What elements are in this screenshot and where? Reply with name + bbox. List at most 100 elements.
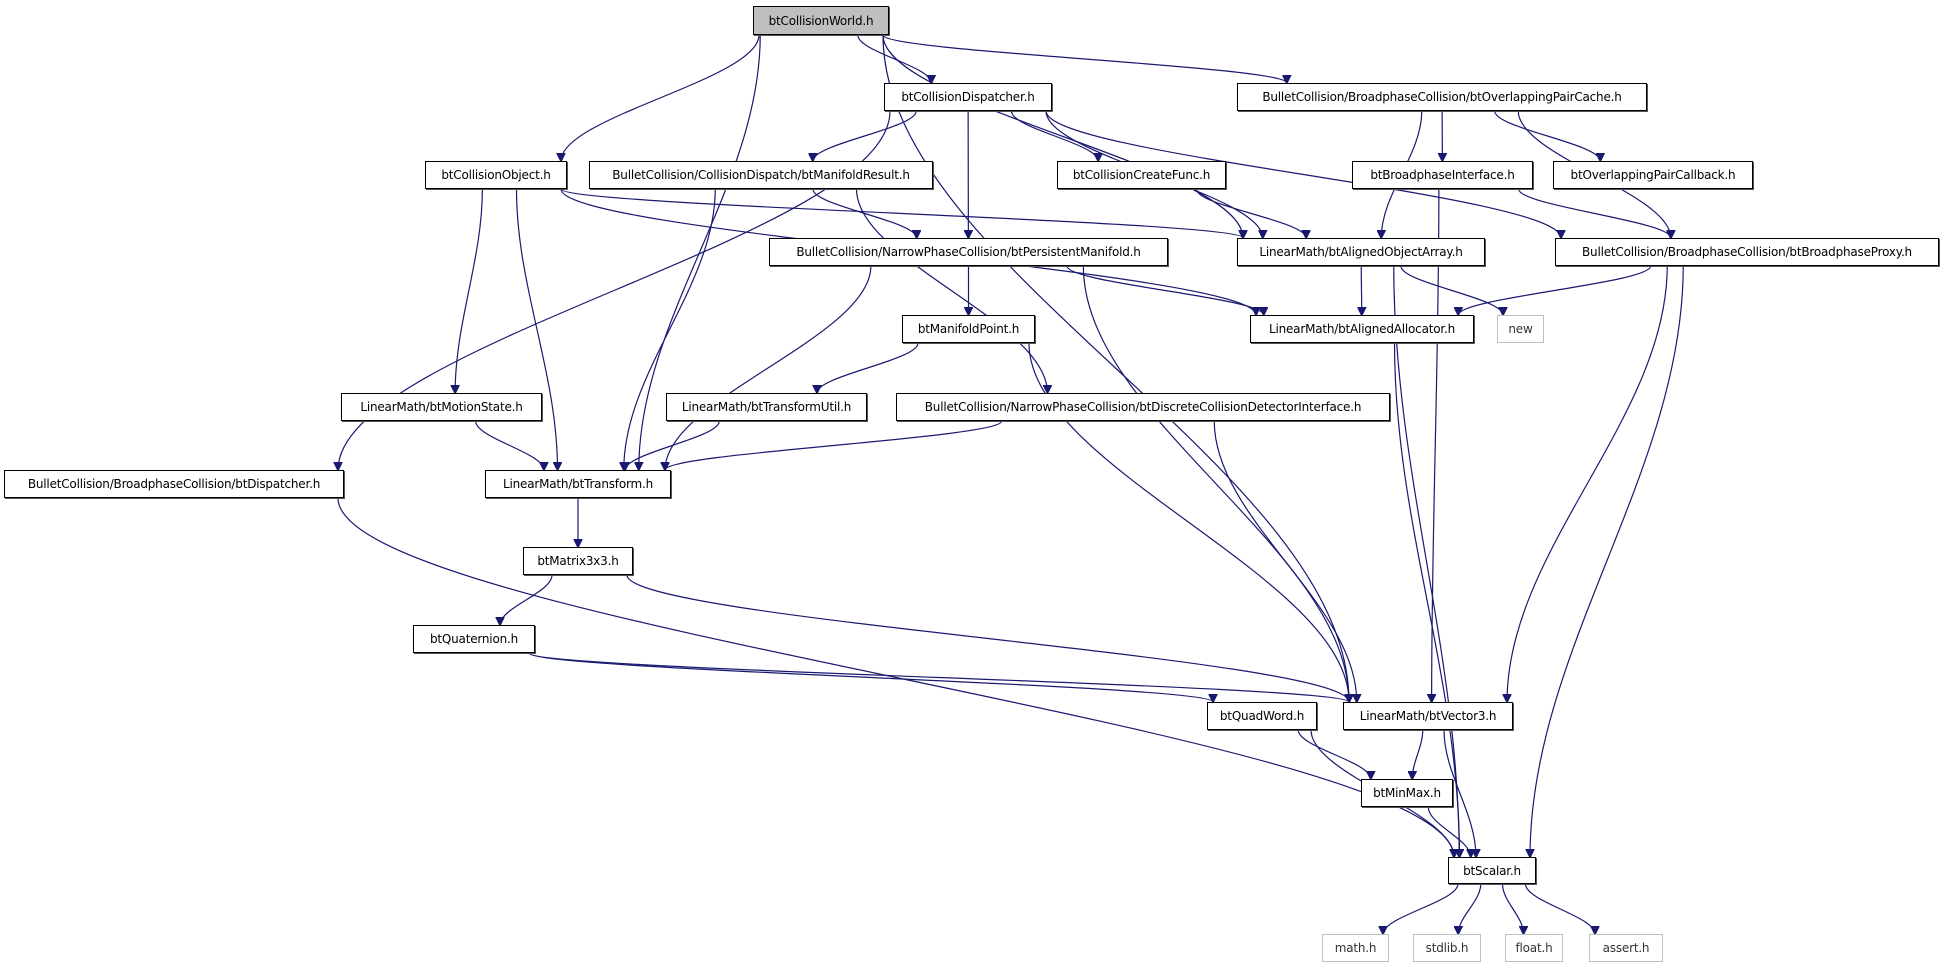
edge-quaternion-to-quadWord — [528, 652, 1213, 702]
node-new[interactable]: new — [1497, 315, 1544, 343]
node-bp-dispatcher[interactable]: BulletCollision/BroadphaseCollision/btDi… — [4, 470, 344, 498]
node-manifold-point[interactable]: btManifoldPoint.h — [902, 315, 1035, 343]
node-label: assert.h — [1602, 941, 1650, 955]
edge-world-to-colObject — [561, 34, 760, 161]
edge-world-to-alignedArray — [882, 34, 1243, 238]
edge-transformUtil-to-transform — [625, 420, 720, 470]
node-matrix3x3[interactable]: btMatrix3x3.h — [523, 547, 633, 575]
node-min-max[interactable]: btMinMax.h — [1361, 779, 1453, 807]
node-label: math.h — [1334, 941, 1377, 955]
edge-dispatcher-to-createFunc — [1010, 110, 1098, 161]
node-discrete-c-d-i[interactable]: BulletCollision/NarrowPhaseCollision/btD… — [896, 393, 1390, 421]
node-label: float.h — [1515, 941, 1553, 955]
node-transform-util[interactable]: LinearMath/btTransformUtil.h — [666, 393, 867, 421]
node-pair-callback[interactable]: btOverlappingPairCallback.h — [1553, 161, 1753, 189]
node-label: btBroadphaseInterface.h — [1370, 168, 1515, 182]
node-label: btMatrix3x3.h — [537, 554, 619, 568]
node-quaternion[interactable]: btQuaternion.h — [413, 625, 535, 653]
node-label: BulletCollision/BroadphaseCollision/btDi… — [27, 477, 321, 491]
edge-discreteCDI-to-vector3 — [1213, 420, 1357, 702]
edge-manifoldResult-to-discreteCDI — [855, 188, 1048, 393]
edge-bpDispatcher-to-scalar — [337, 497, 1454, 857]
edge-createFunc-to-alignedArray — [1195, 188, 1306, 238]
node-label: btCollisionDispatcher.h — [901, 90, 1035, 104]
node-scalar[interactable]: btScalar.h — [1448, 857, 1536, 884]
edge-bpProxy-to-vector3 — [1507, 265, 1668, 702]
node-float[interactable]: float.h — [1505, 934, 1563, 962]
edge-manifoldPoint-to-transformUtil — [817, 342, 919, 393]
node-label: BulletCollision/NarrowPhaseCollision/btD… — [924, 400, 1362, 414]
node-label: LinearMath/btTransform.h — [503, 477, 653, 491]
node-motion-state[interactable]: LinearMath/btMotionState.h — [341, 393, 542, 421]
edge-alignedArray-to-scalar — [1393, 265, 1460, 857]
node-bp-proxy[interactable]: BulletCollision/BroadphaseCollision/btBr… — [1555, 238, 1939, 266]
edge-world-to-dispatcher — [857, 34, 932, 83]
node-label: btMinMax.h — [1373, 786, 1441, 800]
edge-world-to-vector3 — [882, 34, 1349, 702]
edge-dispatcher-to-manifoldResult — [813, 110, 917, 161]
node-dispatcher[interactable]: btCollisionDispatcher.h — [884, 83, 1052, 111]
node-col-object[interactable]: btCollisionObject.h — [425, 161, 567, 189]
edge-scalar-to-math — [1383, 883, 1459, 934]
edge-persistManifold-to-alignedAlloc — [1066, 265, 1264, 315]
node-label: btCollisionWorld.h — [768, 13, 874, 28]
edge-world-to-transform — [639, 34, 761, 470]
edge-alignedArray-to-new — [1400, 265, 1503, 315]
node-label: stdlib.h — [1425, 941, 1469, 955]
node-assert[interactable]: assert.h — [1589, 934, 1663, 962]
node-label: btManifoldPoint.h — [917, 322, 1020, 336]
node-aligned-array[interactable]: LinearMath/btAlignedObjectArray.h — [1237, 238, 1485, 266]
node-label: btCollisionObject.h — [441, 168, 551, 182]
edge-bpProxy-to-scalar — [1530, 265, 1684, 857]
node-transform[interactable]: LinearMath/btTransform.h — [485, 470, 671, 498]
edge-manifoldResult-to-persistManifold — [812, 188, 917, 238]
node-label: btQuaternion.h — [429, 632, 519, 646]
edge-colObject-to-alignedArray — [560, 188, 1243, 238]
node-bp-interface[interactable]: btBroadphaseInterface.h — [1352, 161, 1533, 189]
edge-world-to-pairCache — [882, 34, 1287, 83]
edge-bpProxy-to-alignedAlloc — [1458, 265, 1652, 315]
node-math[interactable]: math.h — [1322, 934, 1389, 962]
node-label: BulletCollision/NarrowPhaseCollision/btP… — [796, 245, 1141, 259]
node-label: BulletCollision/CollisionDispatch/btMani… — [612, 168, 910, 182]
node-label: LinearMath/btAlignedObjectArray.h — [1259, 245, 1463, 259]
edge-manifoldResult-to-transform — [624, 188, 716, 470]
node-aligned-alloc[interactable]: LinearMath/btAlignedAllocator.h — [1250, 315, 1474, 343]
node-label: btScalar.h — [1463, 863, 1521, 878]
node-quad-word[interactable]: btQuadWord.h — [1207, 702, 1317, 730]
node-label: LinearMath/btAlignedAllocator.h — [1268, 322, 1456, 336]
edge-vector3-to-scalar — [1443, 729, 1476, 857]
node-label: btQuadWord.h — [1219, 709, 1305, 723]
edge-quaternion-to-vector3 — [528, 652, 1349, 702]
node-world[interactable]: btCollisionWorld.h — [753, 6, 889, 35]
node-label: LinearMath/btVector3.h — [1359, 709, 1497, 723]
node-persist-manifold[interactable]: BulletCollision/NarrowPhaseCollision/btP… — [769, 238, 1168, 266]
edge-scalar-to-assert — [1524, 883, 1596, 934]
edge-scalar-to-stdlib — [1458, 883, 1482, 934]
node-vector3[interactable]: LinearMath/btVector3.h — [1343, 702, 1513, 730]
node-label: new — [1508, 322, 1533, 336]
edge-vector3-to-minMax — [1412, 729, 1424, 779]
node-create-func[interactable]: btCollisionCreateFunc.h — [1057, 161, 1226, 189]
edge-dispatcher-to-bpProxy — [1045, 110, 1561, 238]
edge-bpInterface-to-bpProxy — [1518, 188, 1671, 238]
node-label: LinearMath/btTransformUtil.h — [681, 400, 852, 414]
edge-alignedArray-to-alignedAlloc — [1361, 265, 1362, 315]
edge-minMax-to-scalar — [1427, 806, 1471, 857]
edge-persistManifold-to-transform — [665, 265, 872, 470]
node-label: btCollisionCreateFunc.h — [1072, 168, 1211, 182]
edge-pairCache-to-pairCallback — [1494, 110, 1601, 161]
node-label: btOverlappingPairCallback.h — [1570, 168, 1736, 182]
node-label: BulletCollision/BroadphaseCollision/btBr… — [1582, 245, 1912, 259]
edge-scalar-to-float — [1501, 883, 1524, 934]
edge-matrix3x3-to-vector3 — [626, 574, 1349, 702]
node-stdlib[interactable]: stdlib.h — [1413, 934, 1481, 962]
edge-colObject-to-motionState — [455, 188, 483, 393]
edge-quadWord-to-minMax — [1297, 729, 1371, 779]
edge-persistManifold-to-vector3 — [1082, 265, 1349, 702]
edge-discreteCDI-to-transform — [665, 420, 1003, 470]
node-pair-cache[interactable]: BulletCollision/BroadphaseCollision/btOv… — [1237, 83, 1647, 111]
node-manifold-result[interactable]: BulletCollision/CollisionDispatch/btMani… — [589, 161, 933, 189]
